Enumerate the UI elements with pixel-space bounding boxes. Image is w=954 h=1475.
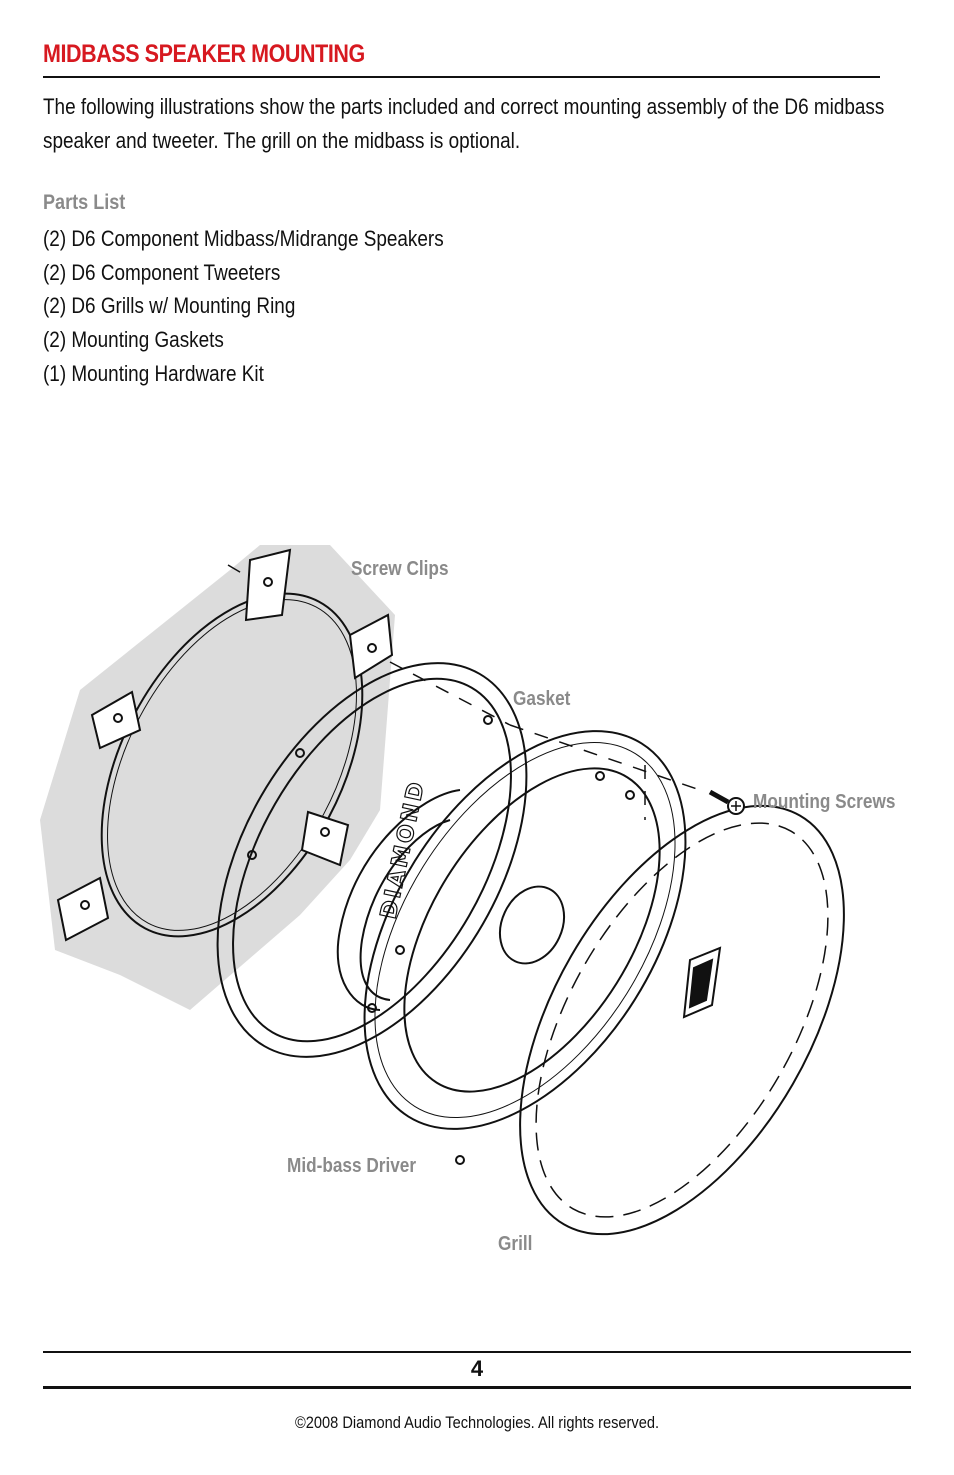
parts-list-item: (2) D6 Component Tweeters bbox=[43, 259, 281, 285]
screw-clip bbox=[56, 876, 110, 942]
intro-paragraph: The following illustrations show the par… bbox=[43, 94, 885, 153]
label-mounting-screws: Mounting Screws bbox=[753, 791, 896, 813]
mid-bass-driver bbox=[336, 730, 687, 1165]
screw-clip bbox=[300, 810, 350, 867]
footer-divider-top bbox=[43, 1351, 911, 1353]
label-grill: Grill bbox=[498, 1233, 533, 1255]
parts-list-item: (2) D6 Component Midbass/Midrange Speake… bbox=[43, 226, 444, 251]
label-gasket: Gasket bbox=[513, 688, 571, 710]
screw-clip bbox=[348, 613, 394, 680]
alignment-lines bbox=[227, 564, 701, 820]
exploded-assembly-illustration: DIAMOND bbox=[40, 545, 845, 1236]
parts-list-item: (2) Mounting Gaskets bbox=[43, 327, 224, 353]
screw-clip bbox=[244, 548, 292, 622]
label-mid-bass-driver: Mid-bass Driver bbox=[287, 1155, 417, 1177]
mounting-panel bbox=[40, 545, 395, 1010]
footer-divider-bottom bbox=[43, 1386, 911, 1389]
parts-list: (2) D6 Component Midbass/Midrange Speake… bbox=[43, 222, 444, 391]
screw-clip bbox=[90, 690, 142, 750]
title-divider bbox=[43, 76, 880, 78]
parts-list-item: (1) Mounting Hardware Kit bbox=[43, 360, 264, 386]
grill bbox=[519, 804, 845, 1236]
label-screw-clips: Screw Clips bbox=[351, 558, 449, 580]
page-number: 4 bbox=[470, 1356, 484, 1381]
mounting-screw bbox=[708, 789, 745, 815]
parts-list-item: (2) D6 Grills w/ Mounting Ring bbox=[43, 293, 296, 319]
gasket-ring bbox=[216, 662, 528, 1058]
copyright-notice: ©2008 Diamond Audio Technologies. All ri… bbox=[294, 1413, 660, 1432]
page-title: MIDBASS SPEAKER MOUNTING bbox=[43, 40, 365, 68]
exploded-assembly-diagram: DIAMOND Screw Clips Gasket Mounting Scre… bbox=[0, 520, 954, 1300]
parts-list-heading: Parts List bbox=[43, 191, 126, 214]
